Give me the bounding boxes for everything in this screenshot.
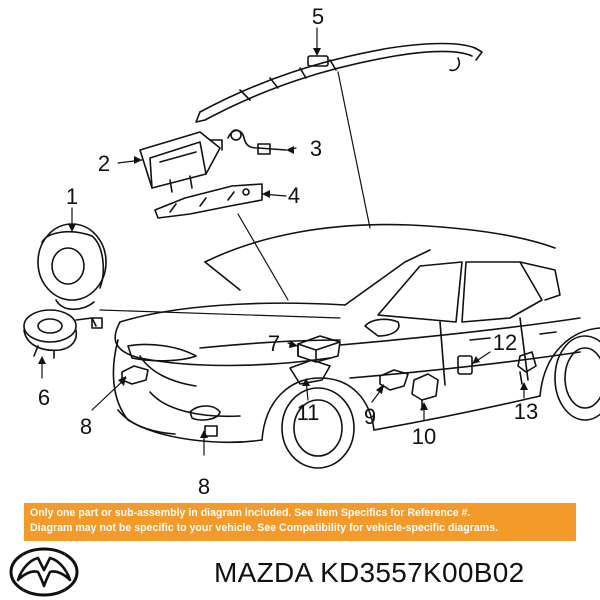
callout-5: 5 <box>312 4 324 29</box>
side-sensor <box>379 369 409 391</box>
front-impact-sensor-upper <box>121 365 149 385</box>
callout-10: 10 <box>412 424 436 449</box>
sensor-harness <box>227 129 287 155</box>
callout-2: 2 <box>98 151 110 176</box>
curtain-airbag <box>195 42 483 123</box>
diagram-drawing: 1 2 3 4 5 6 7 8 8 9 10 11 12 13 <box>23 4 600 499</box>
callout-9: 9 <box>364 404 376 429</box>
callout-8-upper: 8 <box>80 414 92 439</box>
disclaimer-line-2: Diagram may not be specific to your vehi… <box>30 522 499 534</box>
callout-3: 3 <box>310 136 322 161</box>
clock-spring <box>23 309 103 359</box>
mazda-logo-icon <box>9 547 79 597</box>
part-number: KD3557K00B02 <box>320 557 525 588</box>
callout-13: 13 <box>514 399 538 424</box>
car-outline <box>112 223 600 469</box>
brand-part-label: MAZDA KD3557K00B02 <box>214 551 598 595</box>
callout-6: 6 <box>38 385 50 410</box>
airbag-bracket <box>154 183 263 219</box>
rear-sensor <box>517 351 537 385</box>
callout-7: 7 <box>268 331 280 356</box>
disclaimer-banner: Only one part or sub-assembly in diagram… <box>24 503 576 541</box>
rear-side-sensor <box>457 355 473 375</box>
module-base <box>289 359 331 385</box>
callout-1: 1 <box>66 184 78 209</box>
callout-12: 12 <box>493 330 517 355</box>
driver-airbag <box>37 223 107 311</box>
callout-4: 4 <box>288 183 300 208</box>
arrowheads <box>38 48 528 438</box>
callout-11: 11 <box>297 400 320 425</box>
callout-numbers: 1 2 3 4 5 6 7 8 8 9 10 11 12 13 <box>38 4 538 499</box>
disclaimer-line-1: Only one part or sub-assembly in diagram… <box>30 507 471 519</box>
callout-8-lower: 8 <box>198 474 210 499</box>
passenger-airbag-module <box>139 131 223 193</box>
brand-name: MAZDA <box>214 557 312 588</box>
